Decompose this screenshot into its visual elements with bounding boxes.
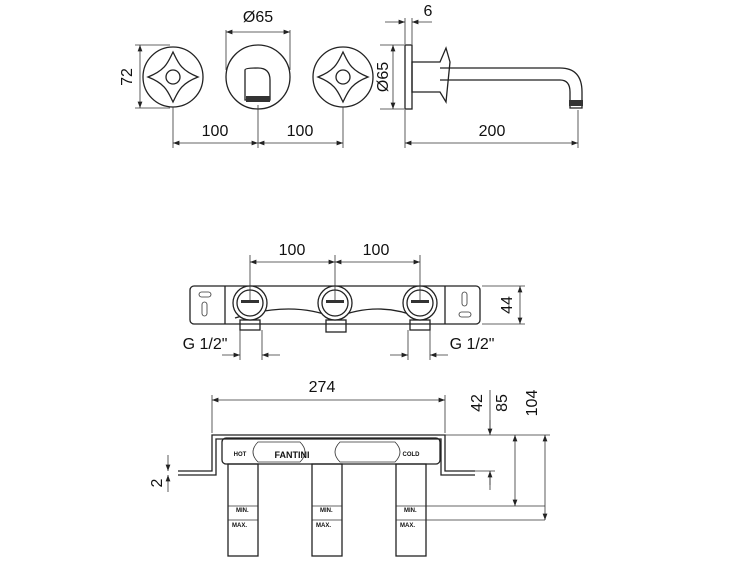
- dim-spacing-left: 100: [202, 123, 229, 140]
- max-mark-hot: MAX.: [232, 523, 247, 529]
- top-view: 72 Ø65 100 100: [119, 9, 374, 148]
- dim-plate-diameter: Ø65: [375, 62, 392, 92]
- dim-depth-42: 42: [469, 394, 486, 412]
- pipe-hot: MIN. MAX.: [227, 463, 259, 557]
- side-view: Ø65 6 200: [375, 3, 583, 148]
- dim-rough-spacing-right: 100: [363, 242, 390, 259]
- label-cold: COLD: [403, 452, 421, 458]
- min-mark-center: MIN.: [320, 508, 333, 514]
- dim-thread-right: G 1/2": [450, 336, 495, 353]
- max-mark-cold: MAX.: [400, 523, 415, 529]
- dim-plate-thickness: 6: [424, 3, 433, 20]
- dim-spacing-right: 100: [287, 123, 314, 140]
- dim-spout-projection: 200: [479, 123, 506, 140]
- pipe-cold: MIN. MAX.: [395, 463, 545, 557]
- dim-offset: 2: [149, 478, 166, 487]
- valve-center: [317, 285, 353, 321]
- rough-in-front-view: 100 100 44 G 1/2" G 1/2": [183, 242, 525, 360]
- dim-overall-width: 274: [309, 379, 336, 396]
- pipe-center: MIN. MAX.: [311, 463, 343, 557]
- min-mark-hot: MIN.: [236, 508, 249, 514]
- dim-rough-height: 44: [499, 296, 516, 314]
- max-mark-center: MAX.: [316, 523, 331, 529]
- min-mark-cold: MIN.: [404, 508, 417, 514]
- dim-depth-104: 104: [524, 390, 541, 417]
- dim-spout-diameter: Ø65: [243, 9, 273, 26]
- brand-logo: FANTINI: [275, 450, 310, 460]
- rough-in-section-view: HOT COLD FANTINI MIN.MAX. MIN.MAX. MIN.M…: [149, 379, 550, 557]
- left-handle: [142, 46, 204, 108]
- spout-rosette: [225, 44, 291, 110]
- dim-handle-height: 72: [119, 68, 136, 86]
- dim-depth-85: 85: [494, 394, 511, 412]
- dim-rough-spacing-left: 100: [279, 242, 306, 259]
- label-hot: HOT: [234, 452, 247, 458]
- right-handle: [312, 46, 374, 108]
- dim-thread-left: G 1/2": [183, 336, 228, 353]
